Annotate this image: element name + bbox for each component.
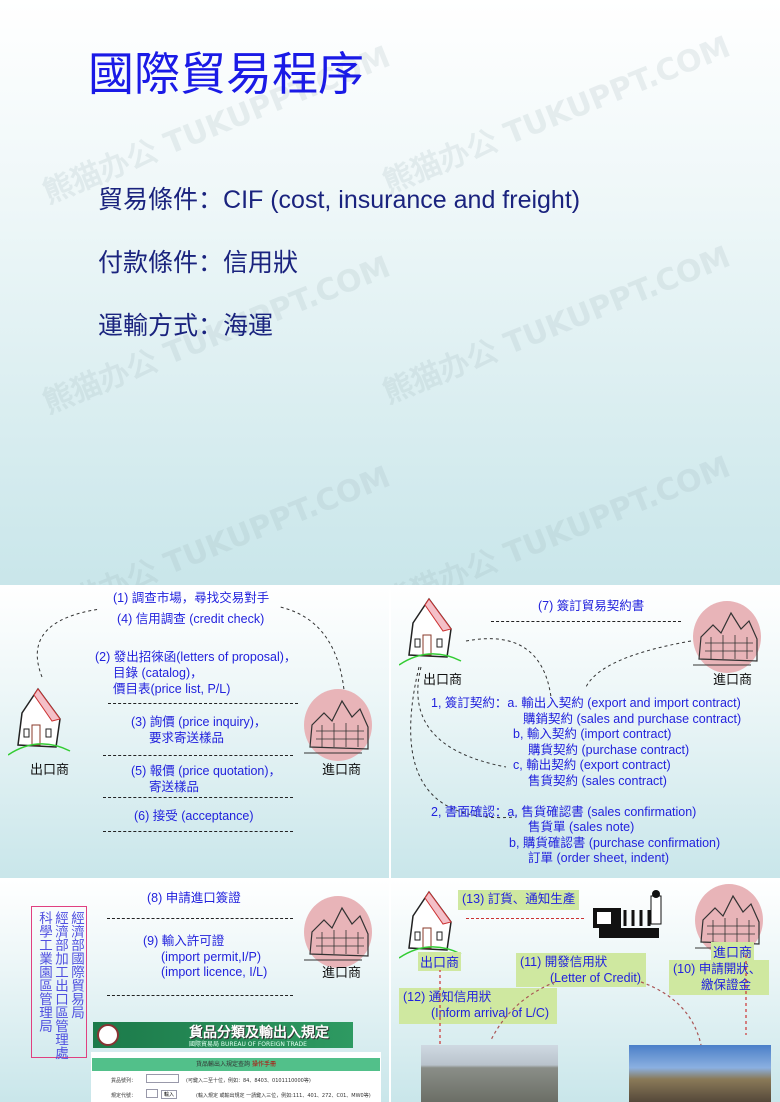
agency: 經濟部加工出口區管理處: [52, 911, 68, 1060]
step-12-title: (12) 通知信用狀: [403, 990, 492, 1004]
step-3-sample: 要求寄送樣品: [149, 731, 225, 745]
slide-contract: (7) 簽訂貿易契約書 出口商 進口商 1, 簽訂契約：a. 輸出入契約 (ex…: [391, 587, 780, 878]
step-5: (5) 報價 (price quotation)，: [131, 764, 282, 778]
step-13: (13) 訂貨、通知生產: [458, 890, 580, 910]
importer-label: 進口商: [711, 942, 755, 961]
contract-arrows: [410, 638, 692, 819]
arrow-both: [103, 831, 293, 832]
step-11-title: (11) 開發信用狀: [520, 955, 608, 969]
slide-import-permit: (8) 申請進口簽證 (9) 輸入許可證 (import permit,I/P)…: [0, 880, 389, 1102]
step-9-permit: (import permit,I/P): [161, 950, 262, 964]
contract-line: b, 購貨確認書 (purchase confirmation): [509, 836, 721, 850]
step-5-sample: 寄送樣品: [149, 780, 200, 794]
arrow-right: [466, 918, 584, 919]
step-11: (11) 開發信用狀(Letter of Credit): [516, 953, 646, 987]
transport-mode-value: 海運: [223, 311, 274, 340]
contract-line: 1, 簽訂契約：a. 輸出入契約 (export and import cont…: [431, 696, 741, 710]
trade-term: 貿易條件：CIF (cost, insurance and freight): [98, 180, 580, 216]
agencies-box: 經濟部國際貿易局 經濟部加工出口區管理處 科學工業園區管理局: [31, 906, 87, 1060]
watermark: 熊猫办公 TUKUPPT.COM: [378, 239, 736, 411]
payment-term-label: 付款條件：: [98, 248, 224, 277]
contract-line: 訂單 (order sheet, indent): [528, 851, 670, 865]
exporter-bank-photo: [421, 1045, 558, 1102]
transport-mode: 運輸方式：海運: [98, 306, 273, 342]
importer-house-icon: [303, 688, 373, 762]
payment-term-value: 信用狀: [223, 248, 299, 277]
exporter-label: 出口商: [30, 762, 70, 777]
bfot-banner: 貨品分類及輸出入規定 國際貿易局 BUREAU OF FOREIGN TRADE: [93, 1022, 353, 1048]
exporter-house-icon: [8, 688, 71, 756]
watermark: 熊猫办公 TUKUPPT.COM: [378, 449, 736, 585]
row-hint: (輸入規定 或輸出規定 一請鍵入三位，例如:111、401、272、C01、MW…: [196, 1093, 371, 1099]
contract-line: 購貨契約 (purchase contract): [528, 743, 690, 757]
step-4: (4) 信用調查 (credit check): [117, 612, 265, 626]
code-input[interactable]: [146, 1089, 158, 1098]
exporter-label: 出口商: [423, 672, 463, 687]
lc-arrows: [439, 955, 747, 1046]
contract-line: 售貨單 (sales note): [528, 820, 635, 834]
exporter-label: 出口商: [418, 952, 462, 971]
arrow-right: [103, 797, 293, 798]
watermark: 熊猫办公 TUKUPPT.COM: [378, 29, 736, 201]
step-1: (1) 調查市場，尋找交易對手: [113, 591, 270, 605]
importer-house-icon: [303, 895, 373, 969]
slide-title: 熊猫办公 TUKUPPT.COM 熊猫办公 TUKUPPT.COM 熊猫办公 T…: [0, 0, 780, 585]
payment-term: 付款條件：信用狀: [98, 243, 298, 279]
credit-check-arrows: [36, 606, 346, 702]
slide-letter-of-credit: 出口商 (13) 訂貨、通知生產 進口商 (11) 開發信用狀(Letter o…: [391, 880, 780, 1102]
importer-bank-photo: [629, 1045, 771, 1102]
step-12: (12) 通知信用狀(Inform arrival of L/C): [399, 988, 557, 1024]
arrow-right: [107, 995, 293, 996]
step-3: (3) 詢價 (price inquiry)，: [131, 715, 267, 729]
trade-term-value: CIF (cost, insurance and freight): [223, 186, 581, 214]
step-8: (8) 申請進口簽證: [147, 891, 241, 905]
row-hint: (可鍵入二至十位，例如：84、8403、0101110000等): [186, 1078, 311, 1084]
lookup-form: 貨品輸出入規定查詢 操作手冊 貨品號列： (可鍵入二至十位，例如：84、8403…: [91, 1052, 381, 1102]
arrow-both: [491, 621, 681, 622]
form-title: 貨品輸出入規定查詢: [196, 1061, 251, 1068]
contract-line: c, 輸出契約 (export contract): [513, 758, 671, 772]
step-10-subtitle: 繳保證金: [701, 977, 752, 992]
watermark: 熊猫办公 TUKUPPT.COM: [38, 459, 396, 585]
row-label: 規定代號：: [111, 1093, 137, 1099]
step-7: (7) 簽訂貿易契約書: [538, 599, 645, 613]
agency: 經濟部國際貿易局: [68, 911, 84, 1019]
trade-term-label: 貿易條件：: [98, 185, 224, 214]
form-header: 貨品輸出入規定查詢 操作手冊: [92, 1058, 380, 1071]
arrow-right: [108, 703, 298, 704]
banner-subtitle: 國際貿易局 BUREAU OF FOREIGN TRADE: [189, 1041, 307, 1048]
factory-worker-icon: [593, 890, 662, 938]
step-9: (9) 輸入許可證: [143, 934, 225, 948]
step-11-subtitle: (Letter of Credit): [550, 970, 642, 985]
slide-negotiation: (1) 調查市場，尋找交易對手 (4) 信用調查 (credit check) …: [0, 587, 389, 878]
step-12-subtitle: (Inform arrival of L/C): [431, 1005, 550, 1020]
importer-label: 進口商: [713, 672, 753, 687]
item-number-input[interactable]: [146, 1074, 179, 1083]
bfot-logo-icon: [97, 1024, 119, 1046]
arrow-left: [107, 918, 293, 919]
manual-link[interactable]: 操作手冊: [251, 1061, 276, 1068]
contract-line: 售貨契約 (sales contract): [528, 774, 667, 788]
import-export-select[interactable]: 輸入: [161, 1090, 178, 1099]
agency: 科學工業園區管理局: [36, 911, 52, 1033]
arrow-left: [103, 755, 293, 756]
step-2-price-list: 價目表(price list, P/L): [113, 682, 231, 696]
importer-label: 進口商: [322, 965, 362, 980]
step-9-licence: (import licence, I/L): [161, 965, 268, 979]
contract-line: 2, 書面確認：a, 售貨確認書 (sales confirmation): [431, 805, 697, 819]
contract-line: b, 輸入契約 (import contract): [513, 727, 672, 741]
page-title: 國際貿易程序: [88, 47, 364, 101]
step-2-catalog: 目錄 (catalog)，: [113, 666, 203, 680]
step-10: (10) 申請開狀、繳保證金: [669, 960, 769, 995]
importer-label: 進口商: [322, 762, 362, 777]
step-2: (2) 發出招徠函(letters of proposal)，: [95, 650, 297, 664]
contract-line: 購銷契約 (sales and purchase contract): [523, 712, 742, 726]
step-10-title: (10) 申請開狀、: [673, 962, 762, 976]
step-6: (6) 接受 (acceptance): [134, 809, 254, 823]
banner-title: 貨品分類及輸出入規定: [189, 1025, 329, 1041]
row-label: 貨品號列：: [111, 1078, 137, 1084]
transport-mode-label: 運輸方式：: [98, 311, 224, 340]
